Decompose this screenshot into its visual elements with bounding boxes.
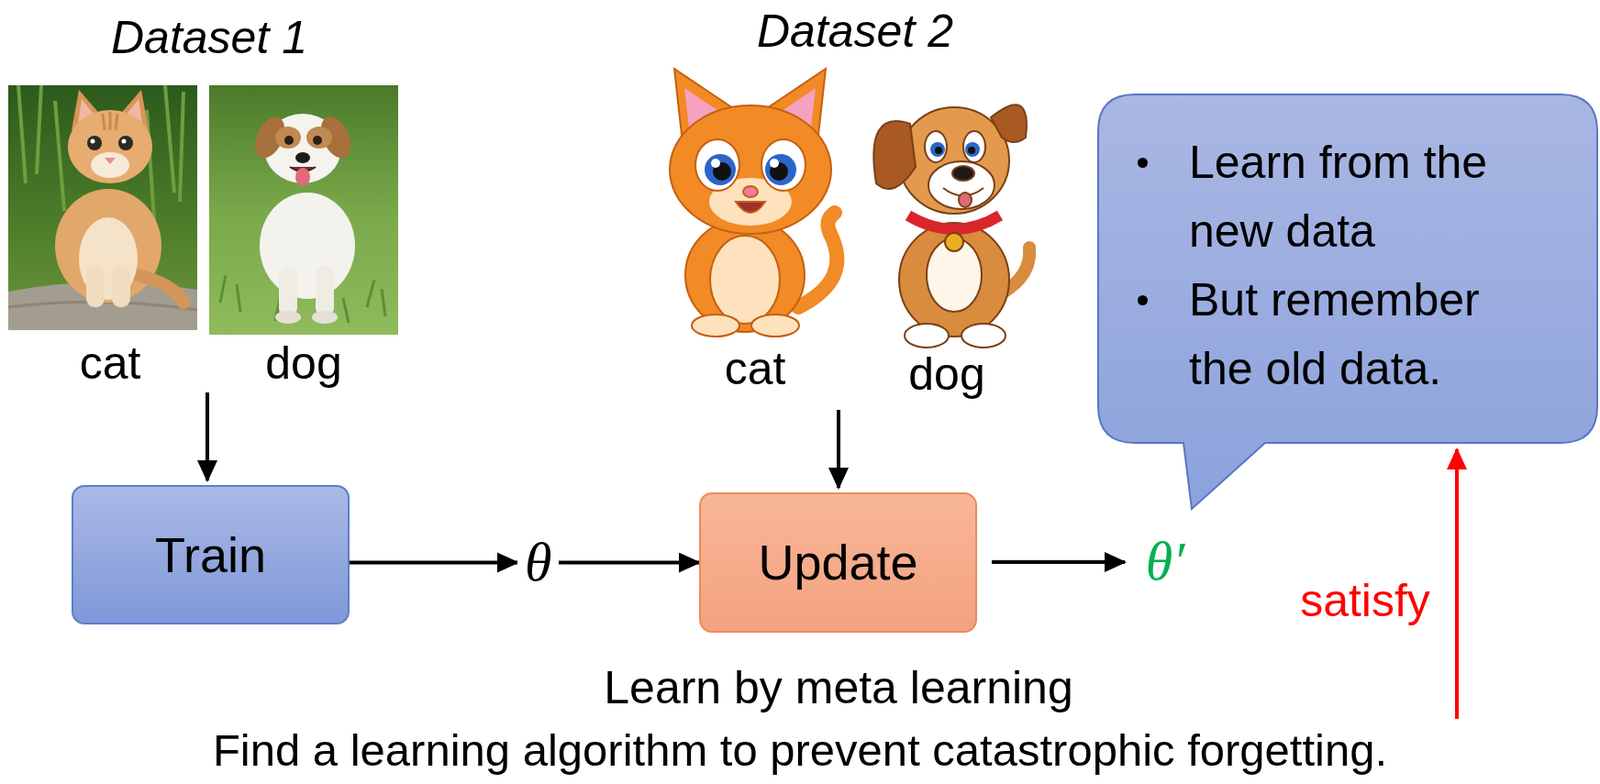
cartoon-dog: [873, 121, 916, 189]
parameter-symbol: θ: [517, 531, 559, 595]
cat-photo: [67, 110, 153, 184]
cartoon-cat: [695, 139, 740, 191]
cartoon-dog: [908, 215, 1000, 230]
cartoon-dog: [967, 146, 976, 155]
cartoon-dog: [961, 323, 1006, 348]
cartoon-cat: [669, 68, 837, 337]
cartoon-dog: [944, 233, 964, 252]
cartoon-cat: [711, 158, 721, 168]
cartoon-cat: [743, 186, 758, 198]
bullet-dot: [1137, 295, 1148, 306]
dog-photo: [259, 192, 356, 300]
cat-photo: [137, 275, 184, 303]
dog-photo: [284, 135, 294, 145]
cartoon-dog: [873, 104, 1030, 348]
cat-photo: [118, 135, 134, 151]
parameter-symbol: θ′: [1145, 530, 1186, 594]
class-label: dog: [908, 348, 985, 402]
cartoon-dog: [899, 222, 1010, 337]
caption-text: Learn by meta learning: [603, 662, 1073, 716]
cartoon-cat: [685, 218, 805, 333]
cartoon-dog: [965, 142, 980, 157]
output-arrow: [991, 560, 1125, 565]
bullet-text: But remember the old data.: [1188, 274, 1480, 395]
arrow-head: [497, 553, 520, 574]
cartoon-dog: [928, 161, 995, 210]
cartoon-cat: [798, 212, 837, 308]
dog-photo: [295, 167, 311, 187]
bullet-item: Learn from the new data: [1188, 128, 1538, 267]
cartoon-cat: [669, 105, 832, 234]
cartoon-cat: [761, 139, 806, 191]
speech-bubble-shape: [1098, 94, 1598, 510]
satisfy-arrow: [1455, 449, 1459, 720]
bullet-text: Learn from the new data: [1188, 136, 1488, 257]
input-arrow: [205, 392, 210, 481]
cartoon-dog: [952, 166, 975, 181]
dog-photo: [278, 266, 298, 317]
cartoon-cat: [769, 158, 779, 168]
cat-photo: [122, 139, 127, 145]
dog-photo: [209, 85, 399, 335]
cartoon-cat: [704, 154, 736, 186]
dog-photo: [209, 85, 399, 335]
cat-photo: [104, 157, 116, 165]
process-box: Train: [71, 485, 350, 625]
cartoon-dog: [904, 323, 949, 348]
dataset-title: Dataset 2: [756, 5, 954, 59]
dog-photo: [275, 311, 301, 324]
box-label: Train: [155, 526, 267, 584]
dog-photo: [312, 135, 323, 145]
cartoon-dog: [934, 146, 943, 155]
bubble-content: Learn from the new dataBut remember the …: [1188, 128, 1538, 404]
cat-photo: [90, 152, 130, 178]
dog-photo: [306, 126, 333, 149]
class-label: cat: [724, 343, 787, 397]
dog-photo: [315, 266, 334, 317]
dog-photo: [275, 126, 301, 149]
cat-photo: [90, 139, 96, 145]
cat-photo: [8, 85, 198, 331]
cartoon-cat: [751, 314, 800, 337]
cat-photo: [102, 111, 118, 131]
dog-photo: [311, 311, 338, 324]
dataset-title: Dataset 1: [111, 11, 308, 66]
cat-photo: [8, 85, 198, 331]
bullet-item: But remember the old data.: [1188, 266, 1538, 404]
cartoon-cat: [765, 154, 797, 186]
cat-photo: [87, 135, 102, 151]
box-label: Update: [757, 533, 918, 591]
bullet-dot: [1137, 157, 1148, 168]
class-label: cat: [79, 337, 142, 391]
cat-photo: [55, 188, 162, 303]
cartoon-dog: [924, 131, 947, 163]
process-box: Update: [699, 492, 978, 634]
arrow-label: satisfy: [1300, 575, 1431, 629]
speech-bubble: Learn from the new dataBut remember the …: [1097, 93, 1599, 511]
cartoon-cat: [691, 314, 740, 337]
class-label: dog: [265, 337, 342, 391]
cartoon-dog: [963, 131, 986, 163]
caption-text: Find a learning algorithm to prevent cat…: [212, 724, 1388, 777]
cartoon-dog: [930, 142, 945, 157]
cat-photo: [111, 266, 131, 308]
cartoon-cat: [710, 235, 780, 324]
cartoon-dog: [958, 192, 972, 208]
cat-photo: [86, 266, 105, 308]
cartoon-dog: [990, 104, 1027, 143]
cartoon-cat: [735, 201, 766, 213]
input-arrow: [836, 410, 841, 489]
dog-photo: [295, 152, 311, 164]
